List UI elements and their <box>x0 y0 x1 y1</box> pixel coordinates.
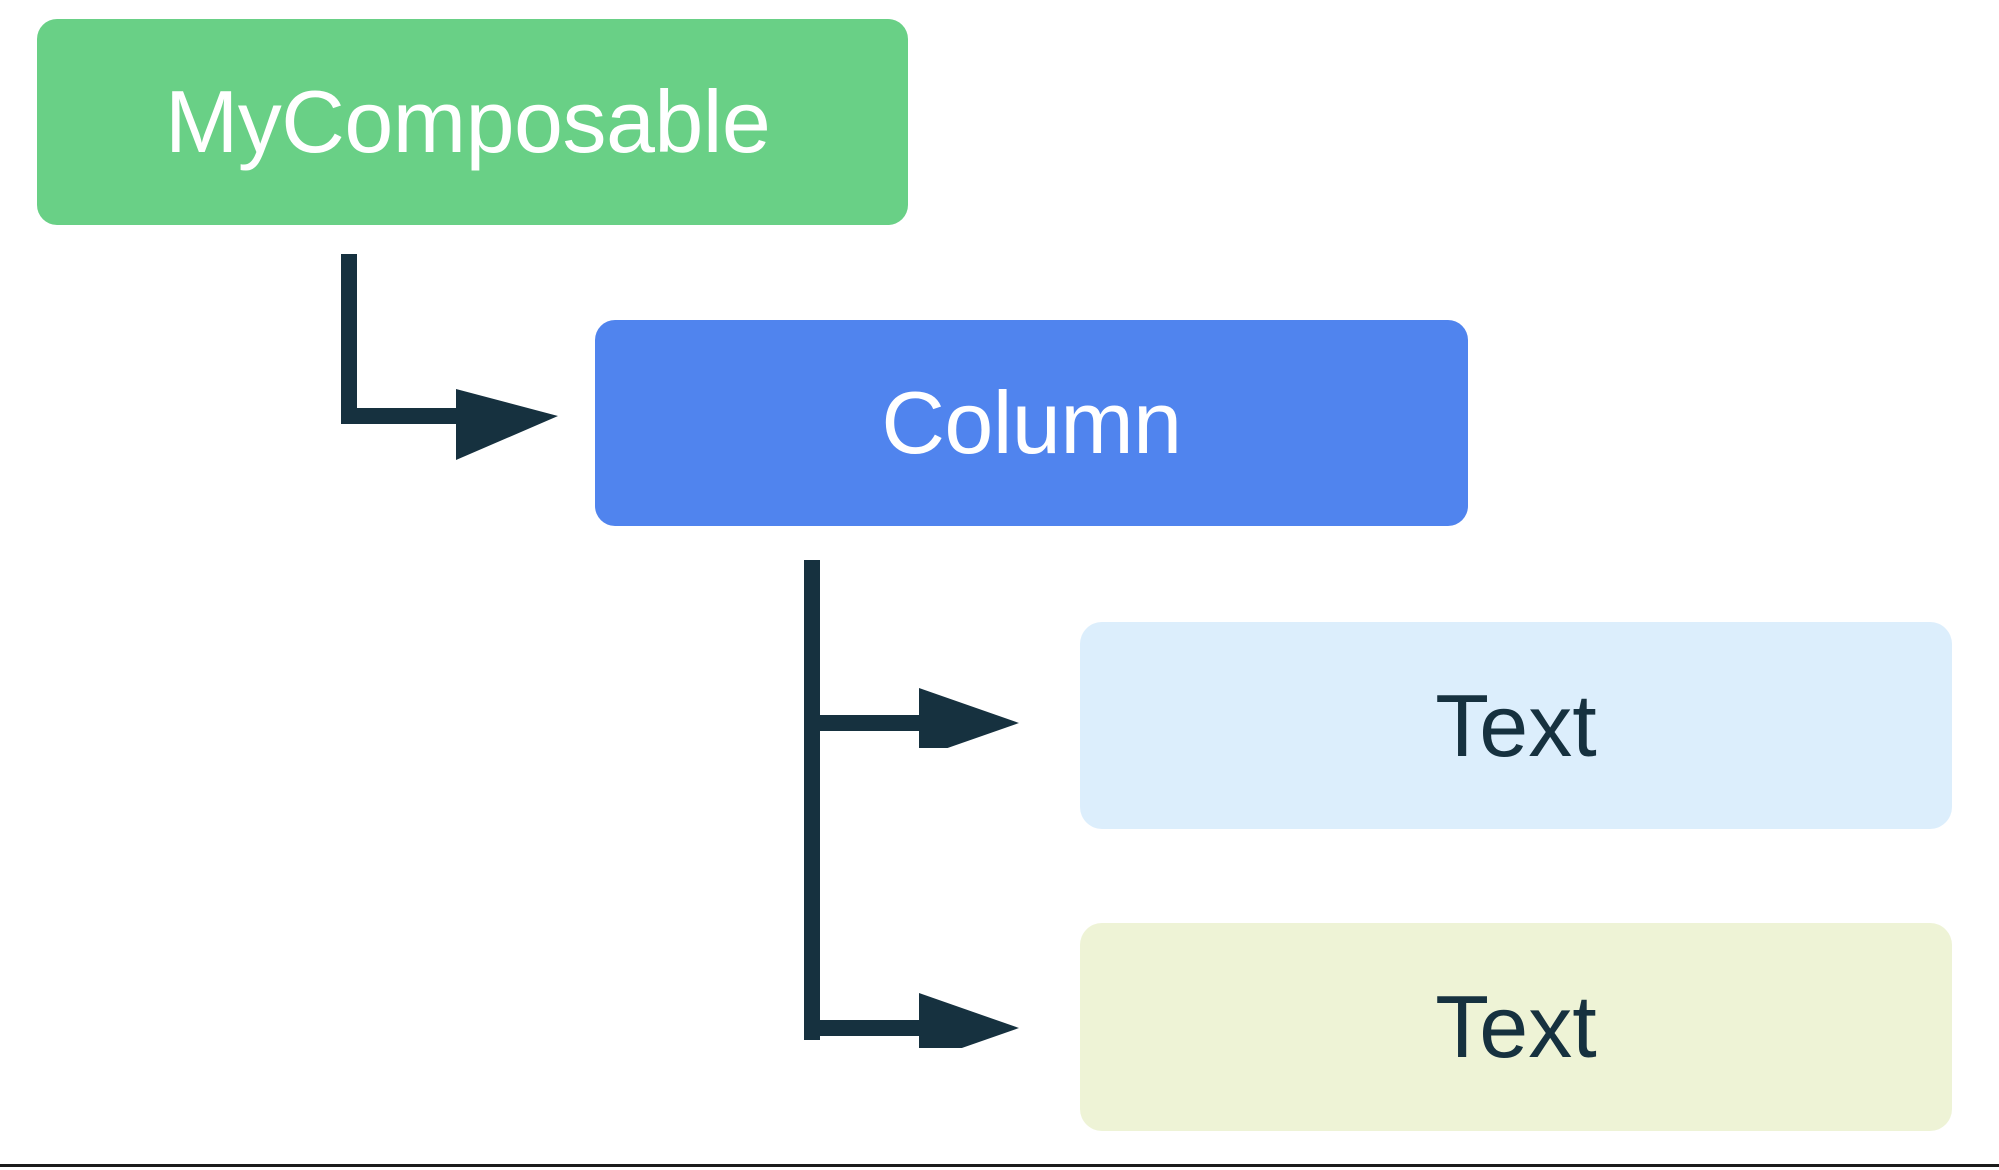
bottom-divider <box>0 1164 1999 1167</box>
node-my-composable[interactable]: MyComposable <box>37 19 908 225</box>
edge-stem <box>341 254 357 424</box>
node-label-text-2: Text <box>1435 977 1597 1076</box>
node-label-my-composable: MyComposable <box>165 72 771 171</box>
arrow-right-icon <box>456 389 558 460</box>
node-text-2[interactable]: Text <box>1080 923 1952 1131</box>
edge-arm <box>341 408 458 424</box>
edge-arm <box>804 715 921 731</box>
edge-stem <box>804 560 820 748</box>
edge-column-to-text-2 <box>804 560 1019 1048</box>
node-column[interactable]: Column <box>595 320 1468 526</box>
edge-root-to-column <box>341 254 558 460</box>
node-label-column: Column <box>881 373 1182 472</box>
node-label-text-1: Text <box>1435 675 1597 775</box>
edge-stem <box>804 560 820 1040</box>
edge-column-to-text-1 <box>804 560 1019 748</box>
arrow-right-icon <box>919 993 1019 1048</box>
arrow-right-icon <box>919 688 1019 748</box>
edge-arm <box>804 1020 921 1036</box>
node-text-1[interactable]: Text <box>1080 622 1952 829</box>
